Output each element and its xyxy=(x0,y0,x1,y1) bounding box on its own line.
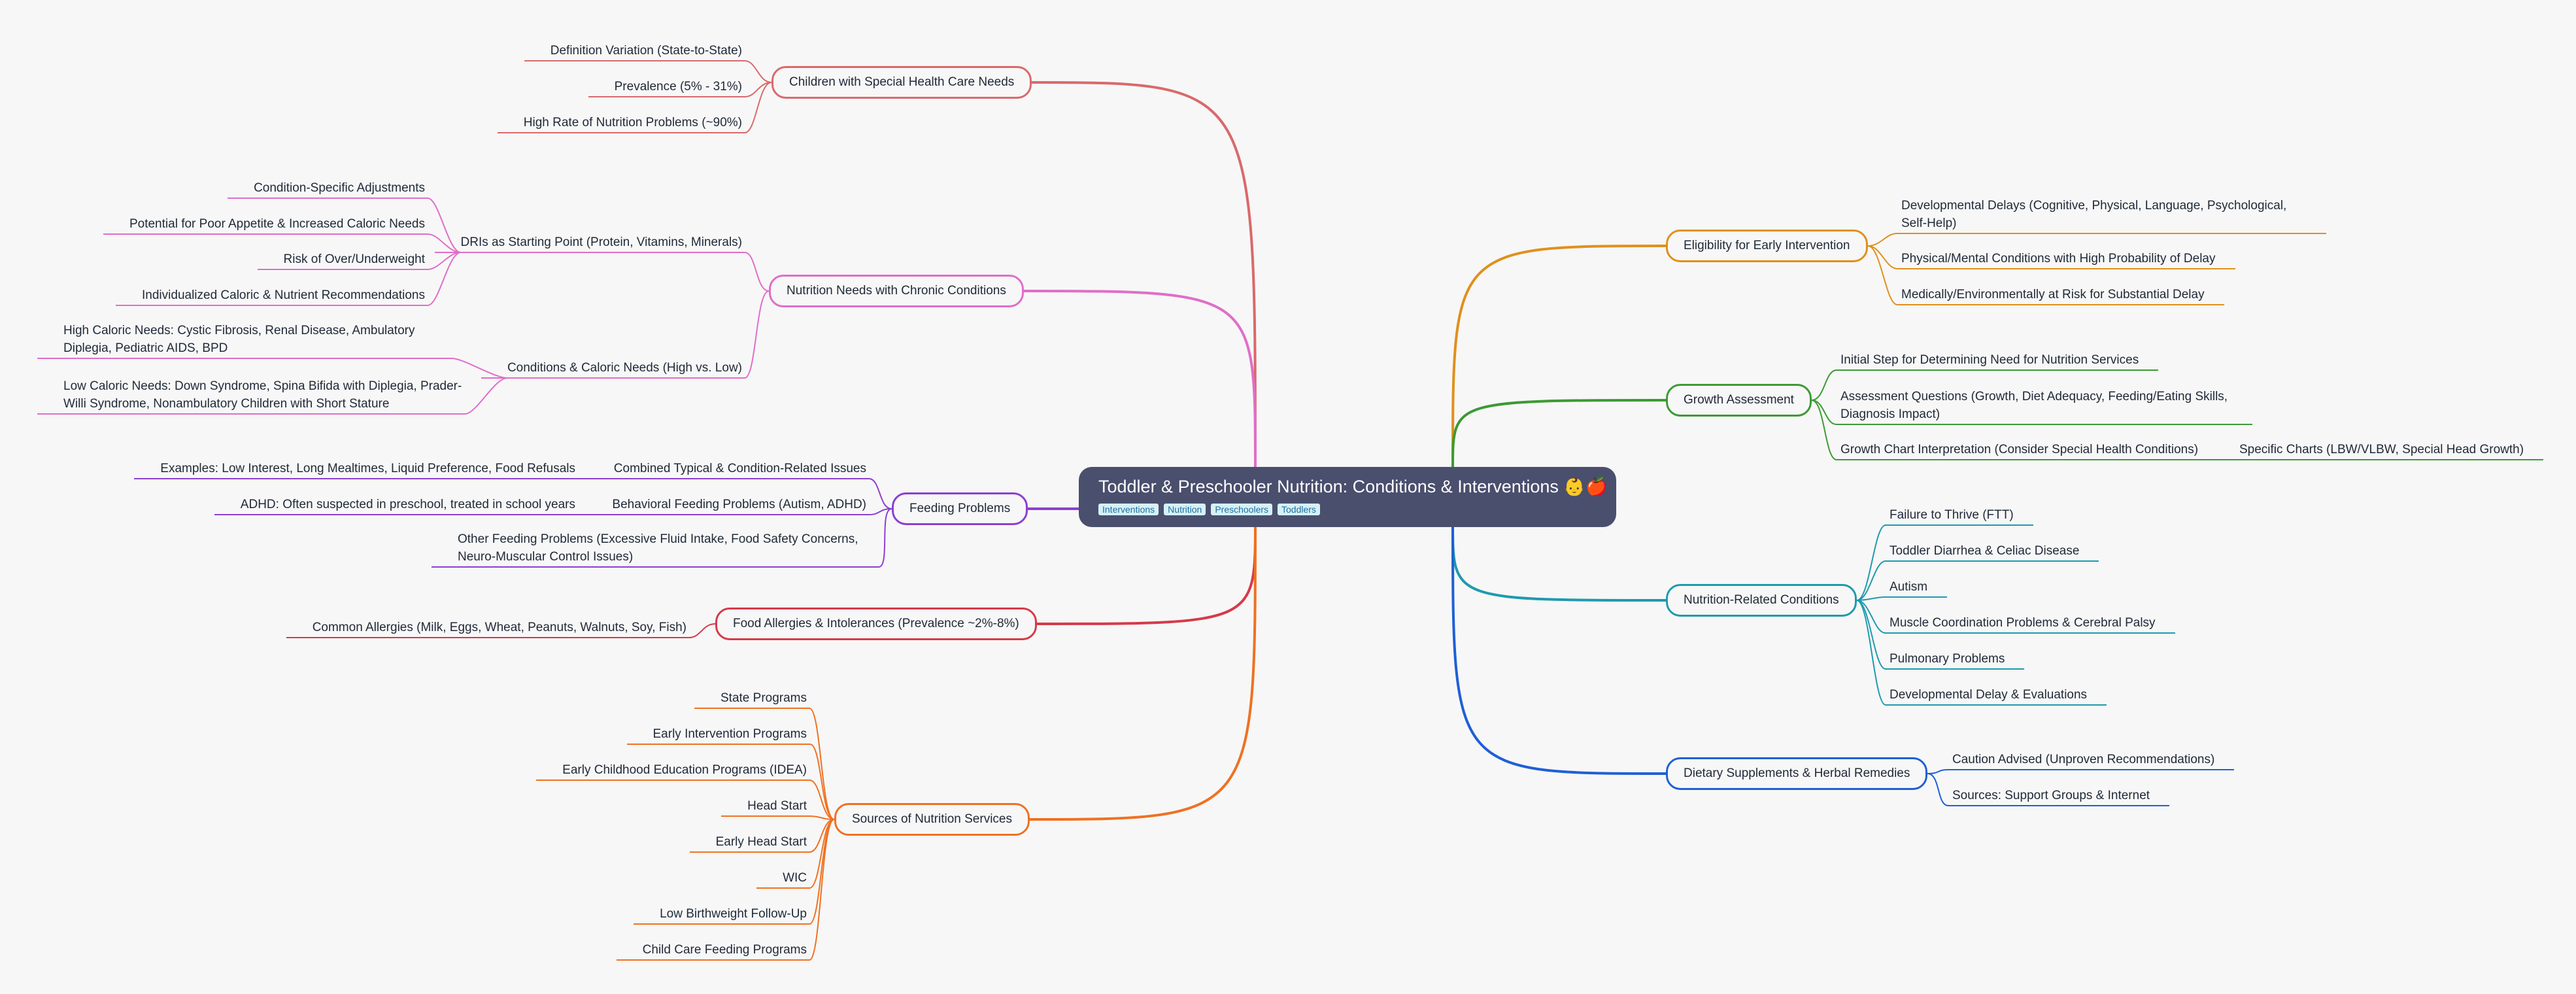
connector-line xyxy=(809,780,835,820)
branch-conditions[interactable]: Nutrition-Related Conditions xyxy=(1666,584,1857,617)
leaf-growth-questions[interactable]: Assessment Questions (Growth, Diet Adequ… xyxy=(1840,390,2228,421)
connector-line xyxy=(809,819,835,853)
branch-eligibility[interactable]: Eligibility for Early Intervention xyxy=(1666,230,1868,262)
connector-line xyxy=(744,60,772,83)
leaf-cshcn-prevalence[interactable]: Prevalence (5% - 31%) xyxy=(614,80,742,94)
leaf-growth-chart[interactable]: Growth Chart Interpretation (Consider Sp… xyxy=(1840,443,2199,456)
connector-line xyxy=(809,708,835,820)
tag-interventions[interactable]: Interventions xyxy=(1098,504,1159,515)
leaf-chronic-high-caloric[interactable]: High Caloric Needs: Cystic Fibrosis, Ren… xyxy=(63,324,415,355)
leaf-conditions-ftt[interactable]: Failure to Thrive (FTT) xyxy=(1890,508,2014,522)
connector-line xyxy=(1811,400,1837,425)
leaf-sources-wic[interactable]: WIC xyxy=(783,871,807,885)
connector-line xyxy=(1451,523,1667,775)
leaf-chronic-individualized[interactable]: Individualized Caloric & Nutrient Recomm… xyxy=(142,288,425,302)
connector-line xyxy=(868,508,892,515)
connector-line xyxy=(1927,769,1949,774)
connector-line xyxy=(744,252,770,292)
leaf-chronic-dris[interactable]: DRIs as Starting Point (Protein, Vitamin… xyxy=(460,235,742,249)
connector-line xyxy=(1867,233,1898,247)
tag-nutrition[interactable]: Nutrition xyxy=(1164,504,1206,515)
branch-allergy[interactable]: Food Allergies & Intolerances (Prevalenc… xyxy=(715,608,1037,640)
connector-line xyxy=(427,233,462,253)
leaf-sources-early-intervention[interactable]: Early Intervention Programs xyxy=(652,727,807,741)
connector-line xyxy=(1856,600,1886,706)
connector-line xyxy=(868,478,892,509)
tag-preschoolers[interactable]: Preschoolers xyxy=(1211,504,1273,515)
leaf-sources-child-care[interactable]: Child Care Feeding Programs xyxy=(642,943,807,957)
connector-line xyxy=(464,377,508,415)
leaf-conditions-muscle[interactable]: Muscle Coordination Problems & Cerebral … xyxy=(1890,616,2156,630)
leaf-cshcn-high-rate[interactable]: High Rate of Nutrition Problems (~90%) xyxy=(523,116,742,129)
leaf-feeding-examples[interactable]: Examples: Low Interest, Long Mealtimes, … xyxy=(160,462,575,475)
leaf-chronic-appetite[interactable]: Potential for Poor Appetite & Increased … xyxy=(129,217,425,231)
connector-line xyxy=(1927,773,1949,806)
leaf-growth-specific-charts[interactable]: Specific Charts (LBW/VLBW, Special Head … xyxy=(2239,443,2524,456)
connector-line xyxy=(809,819,835,961)
branch-sources[interactable]: Sources of Nutrition Services xyxy=(834,803,1030,836)
root-title: Toddler & Preschooler Nutrition: Conditi… xyxy=(1098,477,1608,496)
leaf-supplements-caution[interactable]: Caution Advised (Unproven Recommendation… xyxy=(1952,753,2215,766)
connector-line xyxy=(1023,290,1257,468)
branch-supplements[interactable]: Dietary Supplements & Herbal Remedies xyxy=(1666,757,1928,790)
leaf-chronic-low-caloric[interactable]: Low Caloric Needs: Down Syndrome, Spina … xyxy=(63,379,462,411)
leaf-sources-lbw[interactable]: Low Birthweight Follow-Up xyxy=(660,907,807,921)
connector-line xyxy=(1451,399,1667,468)
leaf-feeding-behavioral[interactable]: Behavioral Feeding Problems (Autism, ADH… xyxy=(612,498,866,511)
connector-line xyxy=(1856,560,1886,601)
connector-line xyxy=(1856,596,1886,601)
connector-line xyxy=(1856,524,1886,601)
leaf-sources-state[interactable]: State Programs xyxy=(720,691,807,705)
leaf-feeding-other[interactable]: Other Feeding Problems (Excessive Fluid … xyxy=(458,532,858,564)
root-node[interactable]: Toddler & Preschooler Nutrition: Conditi… xyxy=(1079,467,1616,527)
connector-line xyxy=(1811,369,1837,401)
leaf-chronic-caloric[interactable]: Conditions & Caloric Needs (High vs. Low… xyxy=(507,361,742,375)
leaf-growth-initial[interactable]: Initial Step for Determining Need for Nu… xyxy=(1840,353,2139,367)
connector-line xyxy=(427,252,462,306)
leaf-chronic-risk[interactable]: Risk of Over/Underweight xyxy=(283,252,425,266)
connector-line xyxy=(1856,600,1886,670)
tag-toddlers[interactable]: Toddlers xyxy=(1278,504,1320,515)
connector-line xyxy=(1867,245,1898,305)
connector-line xyxy=(427,252,462,270)
connector-line xyxy=(878,508,892,568)
connector-line xyxy=(1856,600,1886,634)
connector-line xyxy=(427,197,462,253)
connector-line xyxy=(688,623,716,638)
connector-line xyxy=(1451,523,1667,602)
leaf-supplements-sources[interactable]: Sources: Support Groups & Internet xyxy=(1952,789,2150,802)
leaf-sources-idea[interactable]: Early Childhood Education Programs (IDEA… xyxy=(562,763,807,777)
branch-growth[interactable]: Growth Assessment xyxy=(1666,384,1812,417)
leaf-eligibility-delays[interactable]: Developmental Delays (Cognitive, Physica… xyxy=(1901,199,2287,230)
leaf-chronic-adjustments[interactable]: Condition-Specific Adjustments xyxy=(254,181,425,195)
connector-line xyxy=(1031,81,1257,468)
leaf-cshcn-definition[interactable]: Definition Variation (State-to-State) xyxy=(550,44,742,58)
leaf-conditions-autism[interactable]: Autism xyxy=(1890,580,1928,594)
leaf-sources-head-start[interactable]: Head Start xyxy=(747,799,807,813)
leaf-allergy-common[interactable]: Common Allergies (Milk, Eggs, Wheat, Pea… xyxy=(312,621,686,634)
connector-line xyxy=(1811,400,1837,460)
leaf-eligibility-conditions[interactable]: Physical/Mental Conditions with High Pro… xyxy=(1901,252,2216,266)
connector-line xyxy=(809,744,835,820)
connector-line xyxy=(1451,245,1667,468)
branch-feeding[interactable]: Feeding Problems xyxy=(892,492,1028,525)
branch-cshcn[interactable]: Children with Special Health Care Needs xyxy=(771,66,1032,99)
root-tags: Interventions Nutrition Preschoolers Tod… xyxy=(1098,504,1597,515)
leaf-conditions-diarrhea[interactable]: Toddler Diarrhea & Celiac Disease xyxy=(1890,544,2080,558)
leaf-conditions-delay[interactable]: Developmental Delay & Evaluations xyxy=(1890,688,2088,702)
leaf-eligibility-risk[interactable]: Medically/Environmentally at Risk for Su… xyxy=(1901,288,2205,301)
connector-line xyxy=(451,358,508,379)
branch-chronic[interactable]: Nutrition Needs with Chronic Conditions xyxy=(769,275,1024,307)
connector-line xyxy=(1029,523,1257,821)
leaf-feeding-adhd[interactable]: ADHD: Often suspected in preschool, trea… xyxy=(240,498,575,511)
leaf-conditions-pulmonary[interactable]: Pulmonary Problems xyxy=(1890,652,2005,666)
leaf-feeding-combined[interactable]: Combined Typical & Condition-Related Iss… xyxy=(613,462,866,475)
connector-line xyxy=(1036,523,1257,625)
leaf-sources-early-head-start[interactable]: Early Head Start xyxy=(715,835,807,849)
connector-line xyxy=(744,82,772,133)
connector-line xyxy=(744,290,770,379)
connector-line xyxy=(1867,245,1898,269)
